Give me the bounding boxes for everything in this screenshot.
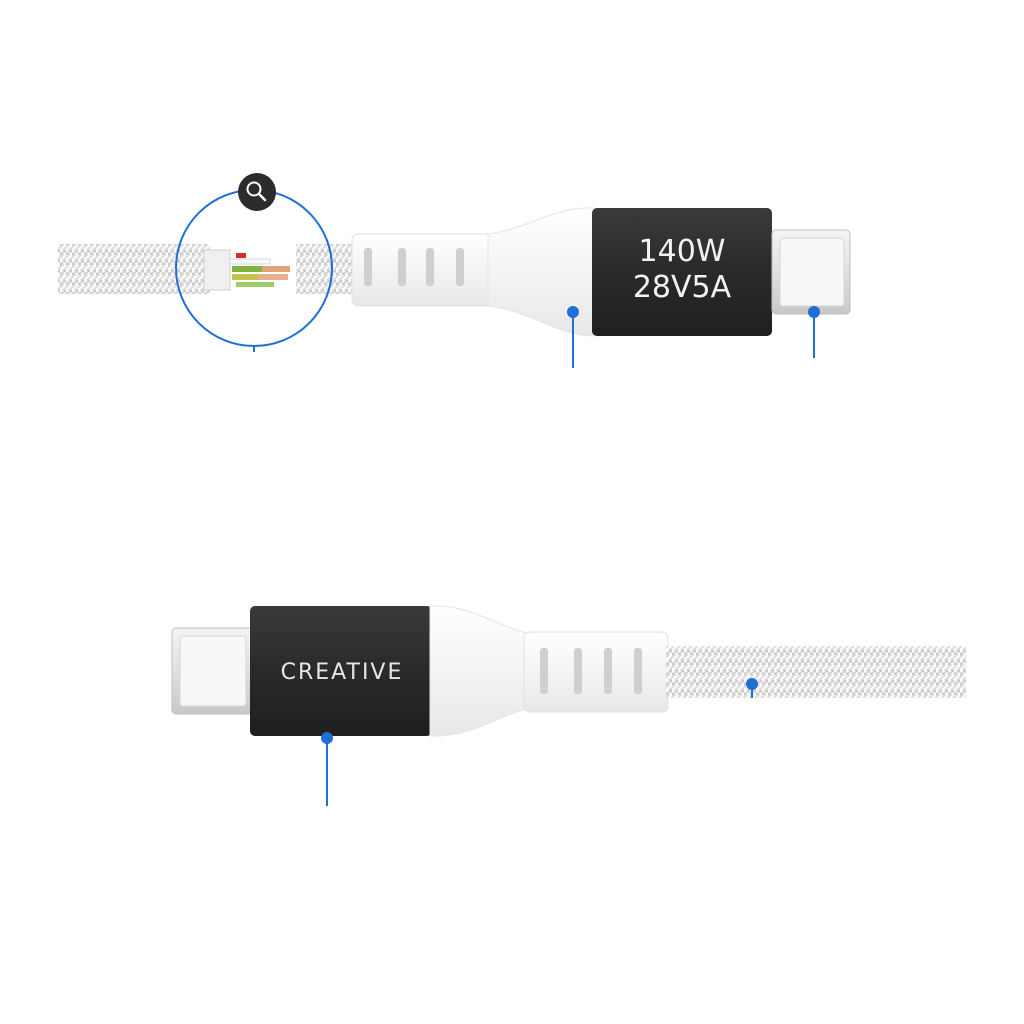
voltage-current-label: 28V5A <box>633 270 732 305</box>
wire-white <box>229 258 271 265</box>
top-cable: 140W 28V5A <box>58 173 851 368</box>
wire-lightgreen <box>236 282 274 287</box>
bottom-connector-body <box>250 606 432 736</box>
top-connector-body <box>592 208 772 336</box>
wattage-label: 140W <box>639 234 726 269</box>
bottom-cable: CREATIVE <box>171 605 966 806</box>
wire-red <box>236 253 246 258</box>
top-strain-relief <box>351 207 595 337</box>
wire-green <box>232 266 288 272</box>
bottom-strain-relief <box>429 605 669 737</box>
zoom-callout <box>175 189 333 352</box>
callout-marker-strain-relief[interactable] <box>567 306 579 368</box>
wire-yellow <box>232 274 276 280</box>
wire-copper-1 <box>262 266 290 272</box>
brand-logo-text: CREATIVE <box>281 660 404 685</box>
bottom-braided-cord <box>666 646 966 698</box>
callout-marker-plug[interactable] <box>808 306 820 358</box>
wire-copper-2 <box>258 274 288 280</box>
callout-marker-braid[interactable] <box>746 678 758 698</box>
callout-marker-connector[interactable] <box>321 732 333 806</box>
magnifier-icon[interactable] <box>238 173 276 211</box>
